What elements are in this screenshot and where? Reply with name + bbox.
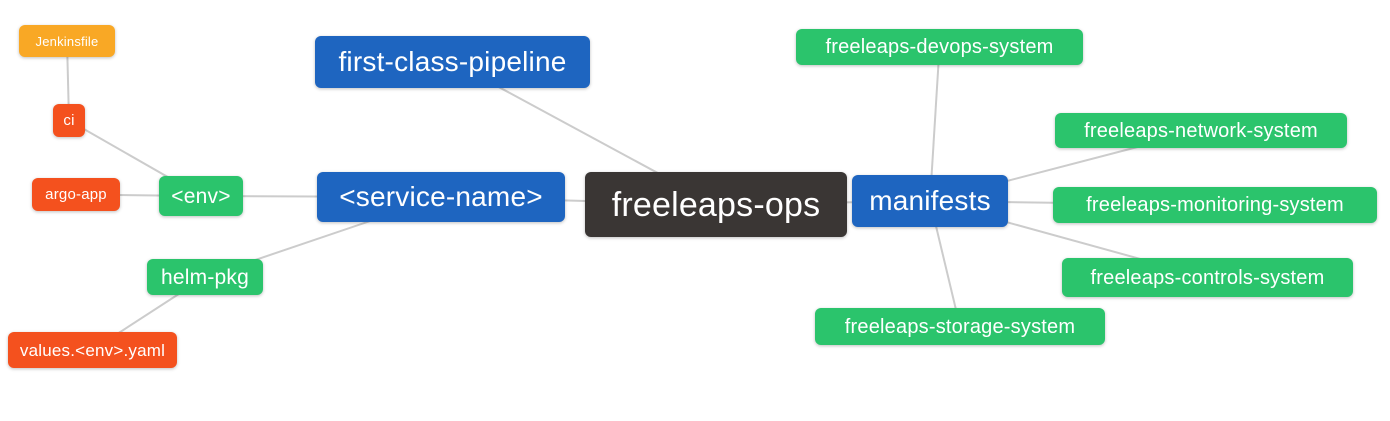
node-manifests[interactable]: manifests [852, 175, 1008, 227]
node-env[interactable]: <env> [159, 176, 243, 216]
node-freeleaps-ops[interactable]: freeleaps-ops [585, 172, 847, 237]
node-argo-app[interactable]: argo-app [32, 178, 120, 211]
node-freeleaps-storage-system[interactable]: freeleaps-storage-system [815, 308, 1105, 345]
node-freeleaps-controls-system[interactable]: freeleaps-controls-system [1062, 258, 1353, 297]
node-jenkinsfile[interactable]: Jenkinsfile [19, 25, 115, 57]
node-helm-pkg[interactable]: helm-pkg [147, 259, 263, 295]
node-service-name[interactable]: <service-name> [317, 172, 565, 222]
node-freeleaps-network-system[interactable]: freeleaps-network-system [1055, 113, 1347, 148]
node-first-class-pipeline[interactable]: first-class-pipeline [315, 36, 590, 88]
node-freeleaps-monitoring-system[interactable]: freeleaps-monitoring-system [1053, 187, 1377, 223]
node-ci[interactable]: ci [53, 104, 85, 137]
node-values-env-yaml[interactable]: values.<env>.yaml [8, 332, 177, 368]
node-freeleaps-devops-system[interactable]: freeleaps-devops-system [796, 29, 1083, 65]
